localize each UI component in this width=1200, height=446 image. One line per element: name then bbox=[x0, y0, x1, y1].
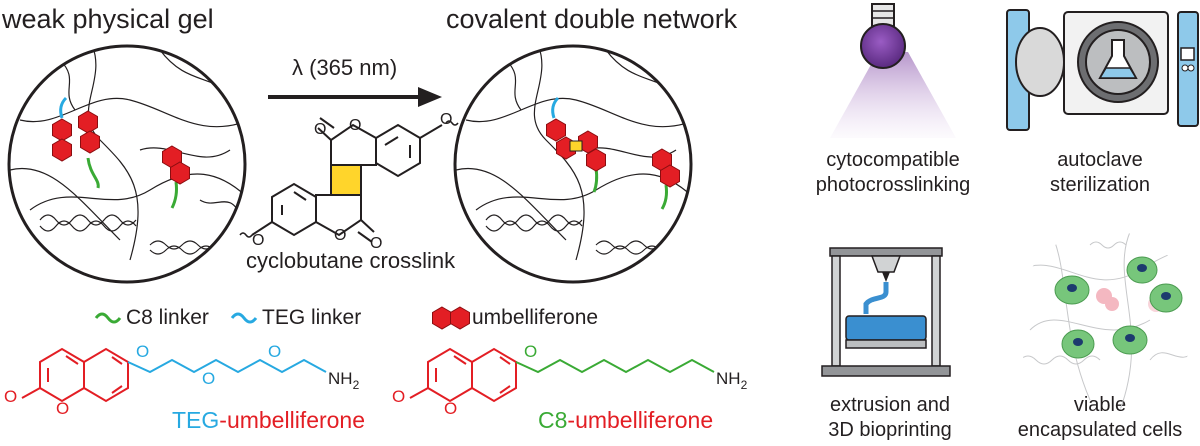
bioprinting-label: extrusion and 3D bioprinting bbox=[795, 393, 985, 443]
legend-umb-swatch bbox=[432, 306, 470, 330]
c8-o-ring: O bbox=[444, 399, 457, 418]
legend-c8-swatch bbox=[94, 312, 122, 324]
struct-o-4: O bbox=[334, 227, 346, 244]
autoclave-label: autoclave sterilization bbox=[1010, 148, 1190, 198]
c8-suffix: -umbelliferone bbox=[567, 407, 714, 433]
autoclave-label-line1: autoclave bbox=[1057, 149, 1143, 171]
teg-o-carbonyl: O bbox=[4, 387, 17, 406]
c8-nh2: NH2 bbox=[716, 369, 748, 392]
teg-o-3: O bbox=[268, 342, 281, 361]
arrow-wavelength-label: λ (365 nm) bbox=[292, 55, 398, 80]
uv-lamp-icon bbox=[830, 3, 956, 138]
legend-umbelliferone: umbelliferone bbox=[472, 306, 599, 329]
teg-nh2-sub: 2 bbox=[353, 378, 360, 392]
c8-nh2-main: NH bbox=[716, 369, 741, 388]
legend-teg-linker: TEG linker bbox=[262, 306, 362, 329]
cells-label-line1: viable bbox=[1073, 394, 1127, 416]
bioprinter-icon bbox=[821, 247, 951, 377]
cyclobutane-crosslink-label: cyclobutane crosslink bbox=[246, 248, 456, 273]
title-covalent-double-network: covalent double network bbox=[446, 4, 738, 34]
teg-nh2: NH2 bbox=[328, 369, 360, 392]
photo-label-line2: photocrosslinking bbox=[815, 174, 971, 196]
cells-label-line2: encapsulated cells bbox=[1017, 419, 1183, 441]
autoclave-icon bbox=[1006, 9, 1199, 131]
teg-suffix: -umbelliferone bbox=[219, 407, 366, 433]
legend-c8-linker: C8 linker bbox=[126, 306, 209, 329]
c8-nh2-sub: 2 bbox=[741, 378, 748, 392]
encapsulated-cells-icon bbox=[1019, 230, 1195, 410]
teg-o-ring: O bbox=[56, 399, 69, 418]
bioprinting-label-line1: extrusion and bbox=[829, 394, 951, 416]
autoclave-label-line2: sterilization bbox=[1049, 174, 1151, 196]
c8-o-carbonyl: O bbox=[392, 387, 405, 406]
reaction-arrow bbox=[268, 87, 442, 107]
struct-o-2: O bbox=[349, 117, 361, 134]
weak-gel-circle bbox=[7, 44, 247, 284]
struct-o-3: O bbox=[440, 111, 452, 128]
title-weak-physical-gel: weak physical gel bbox=[2, 4, 214, 34]
struct-o-6: O bbox=[252, 232, 264, 249]
teg-o-2: O bbox=[202, 369, 215, 388]
teg-umbelliferone-name: TEG-umbelliferone bbox=[172, 407, 365, 434]
bioprinting-label-line2: 3D bioprinting bbox=[828, 419, 952, 441]
legend-teg-swatch bbox=[230, 312, 258, 324]
legend-icons bbox=[94, 306, 470, 330]
c8-o-1: O bbox=[524, 342, 537, 361]
c8-prefix: C8 bbox=[538, 407, 568, 433]
teg-prefix: TEG bbox=[172, 407, 220, 433]
teg-umbelliferone-structure bbox=[21, 347, 327, 403]
cells-label: viable encapsulated cells bbox=[1000, 393, 1200, 443]
photo-label: cytocompatible photocrosslinking bbox=[788, 148, 998, 198]
c8-umbelliferone-structure bbox=[409, 347, 715, 403]
struct-o-1: O bbox=[314, 121, 326, 138]
c8-umbelliferone-name: C8-umbelliferone bbox=[538, 407, 713, 434]
photo-label-line1: cytocompatible bbox=[826, 149, 960, 171]
cyclobutane-structure bbox=[239, 117, 459, 243]
teg-nh2-main: NH bbox=[328, 369, 353, 388]
teg-o-1: O bbox=[136, 342, 149, 361]
struct-o-5: O bbox=[370, 235, 382, 252]
double-network-circle bbox=[453, 44, 693, 284]
